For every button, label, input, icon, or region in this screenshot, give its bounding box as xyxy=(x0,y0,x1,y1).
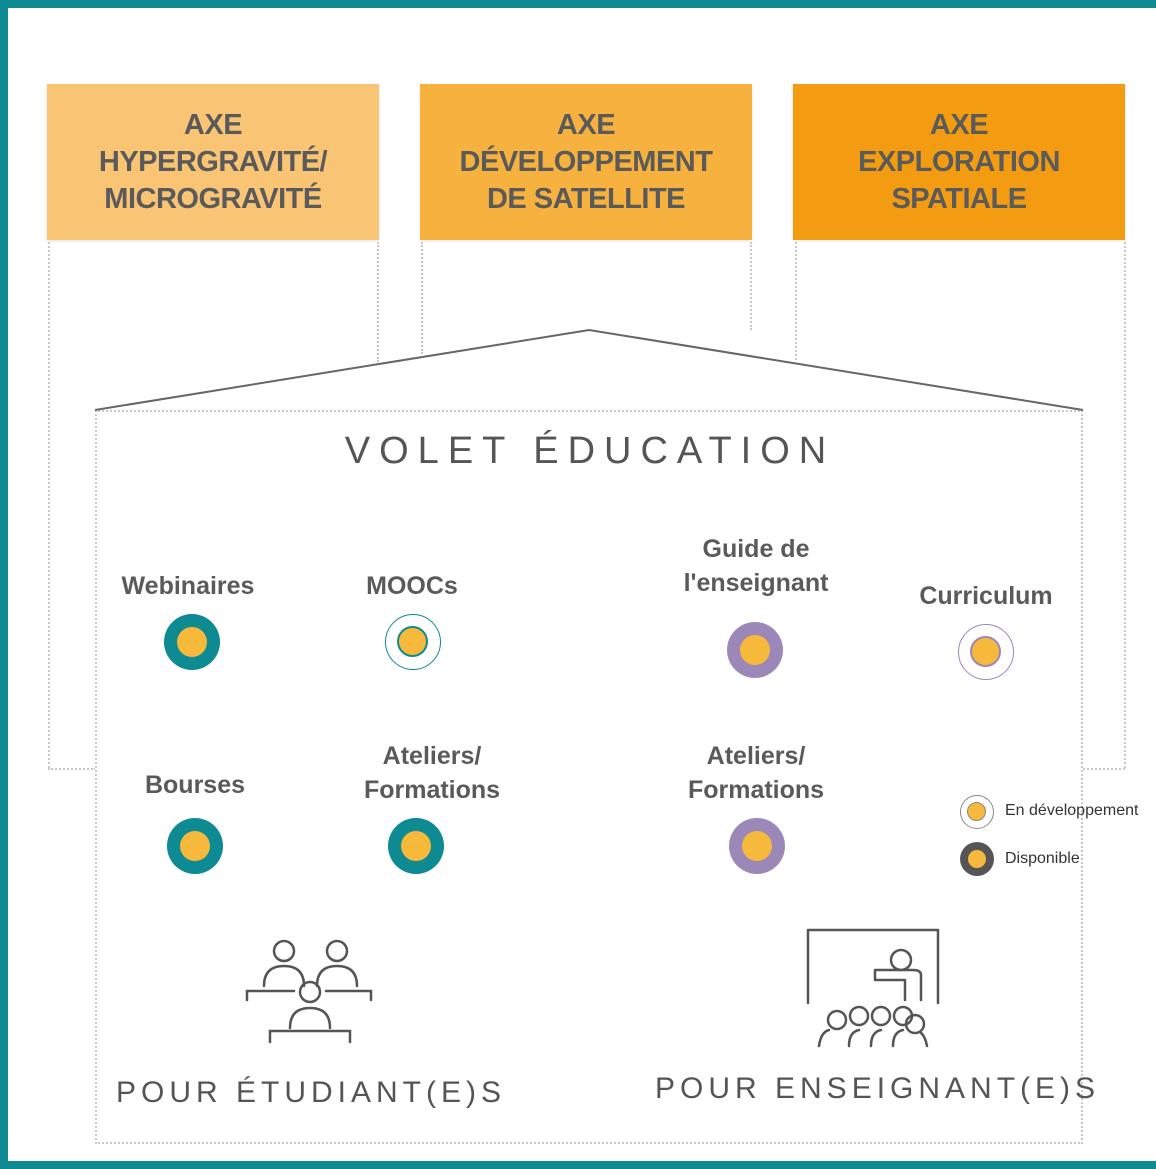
label-guide-line-2: l'enseignant xyxy=(683,569,829,597)
audience-students: POUR ÉTUDIANT(E)S xyxy=(116,1076,507,1109)
axis-satellite: AXE DÉVELOPPEMENT DE SATELLITE xyxy=(420,84,752,240)
column-line xyxy=(795,242,797,360)
axis-hypergravite-line-1: AXE xyxy=(183,108,243,141)
label-guide-line-1: Guide de xyxy=(702,535,810,563)
axis-satellite-line-3: DE SATELLITE xyxy=(486,182,686,215)
classroom-students-icon xyxy=(245,939,373,1044)
label-ateliers-teachers-line-1: Ateliers/ xyxy=(706,742,806,770)
volet-title: VOLET ÉDUCATION xyxy=(344,430,836,472)
axis-exploration-line-3: SPATIALE xyxy=(891,182,1027,215)
column-line xyxy=(48,768,96,770)
axis-satellite-line-2: DÉVELOPPEMENT xyxy=(459,145,713,178)
status-dot-moocs xyxy=(385,614,441,670)
label-curriculum: Curriculum xyxy=(919,582,1053,610)
axis-exploration: AXE EXPLORATION SPATIALE xyxy=(793,84,1125,240)
status-dot-bourses xyxy=(167,818,223,874)
axis-exploration-line-2: EXPLORATION xyxy=(858,145,1060,178)
axis-hypergravite: AXE HYPERGRAVITÉ/ MICROGRAVITÉ xyxy=(47,84,379,240)
column-line xyxy=(750,242,752,330)
column-line xyxy=(377,242,379,362)
legend-dot-en-developpement xyxy=(960,795,994,829)
status-dot-webinaires xyxy=(164,614,220,670)
status-dot-ateliers-students xyxy=(388,818,444,874)
label-ateliers-students: Ateliers/ Formations xyxy=(332,739,532,807)
label-ateliers-students-line-2: Formations xyxy=(363,776,501,804)
status-dot-ateliers-teachers xyxy=(729,818,785,874)
label-guide: Guide de l'enseignant xyxy=(656,532,856,600)
legend-disponible: Disponible xyxy=(1005,850,1080,867)
audience-teachers: POUR ENSEIGNANT(E)S xyxy=(655,1072,1101,1105)
label-ateliers-teachers-line-2: Formations xyxy=(687,776,825,804)
legend-dot-disponible xyxy=(960,842,994,876)
column-line xyxy=(1083,768,1125,770)
label-moocs: MOOCs xyxy=(366,572,458,600)
axis-hypergravite-line-2: HYPERGRAVITÉ/ xyxy=(98,145,328,178)
column-line xyxy=(421,242,423,354)
label-webinaires: Webinaires xyxy=(121,572,255,600)
column-line xyxy=(48,242,50,768)
axis-exploration-line-1: AXE xyxy=(929,108,989,141)
status-dot-curriculum xyxy=(958,624,1014,680)
column-line xyxy=(1124,242,1126,768)
education-house xyxy=(95,410,1083,1144)
label-ateliers-students-line-1: Ateliers/ xyxy=(382,742,482,770)
status-dot-guide xyxy=(727,622,783,678)
house-roof xyxy=(94,328,1084,411)
axis-satellite-line-1: AXE xyxy=(556,108,616,141)
label-ateliers-teachers: Ateliers/ Formations xyxy=(656,739,856,807)
label-bourses: Bourses xyxy=(144,771,246,799)
legend-en-developpement: En développement xyxy=(1005,802,1139,819)
teacher-presentation-icon xyxy=(806,928,940,1048)
axis-hypergravite-line-3: MICROGRAVITÉ xyxy=(104,182,322,215)
